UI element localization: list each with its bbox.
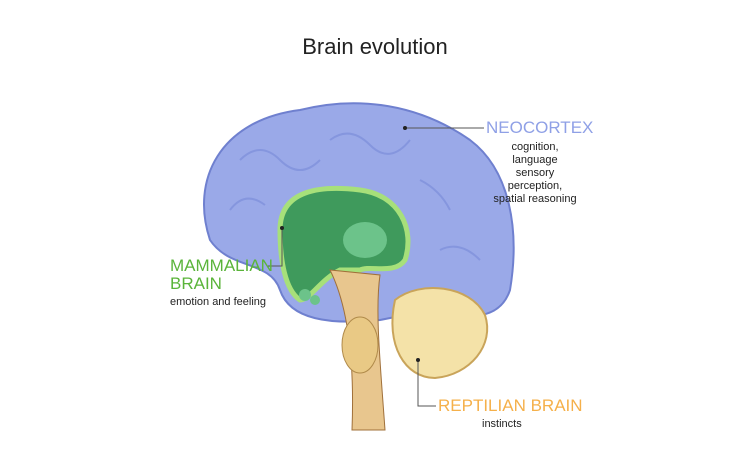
mammalian-label-line2: BRAIN xyxy=(170,274,222,293)
mammalian-description: emotion and feeling xyxy=(170,296,267,308)
mammalian-label-line1: MAMMALIAN xyxy=(170,256,273,275)
neocortex-desc-line: cognition, language xyxy=(511,141,559,166)
neocortex-desc-line: spatial reasoning xyxy=(493,193,577,205)
neocortex-desc-line: sensory perception, xyxy=(507,167,563,192)
neocortex-description: cognition, language sensory perception, … xyxy=(489,141,581,206)
reptilian-label: REPTILIAN BRAIN xyxy=(438,396,583,415)
diagram-title: Brain evolution xyxy=(302,34,448,59)
neocortex-label: NEOCORTEX xyxy=(486,118,594,137)
reptilian-description: instincts xyxy=(482,418,522,430)
mammalian-label: MAMMALIAN BRAIN xyxy=(170,257,273,293)
cerebellum-shape xyxy=(391,287,489,380)
